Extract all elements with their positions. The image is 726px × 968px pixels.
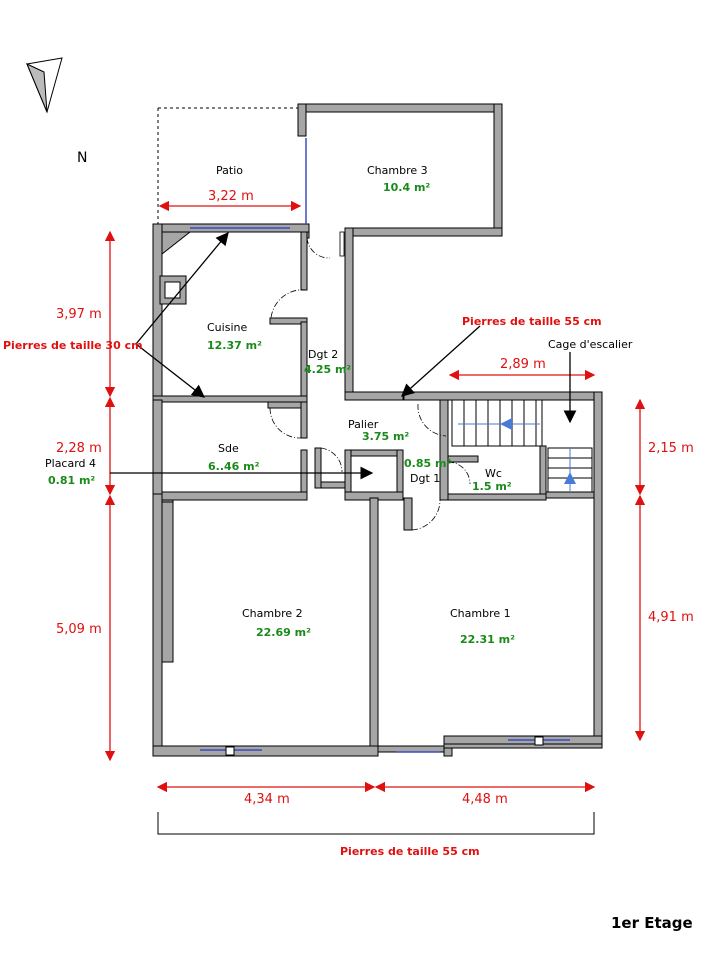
windows — [190, 138, 570, 756]
note-stone-55-top: Pierres de taille 55 cm — [462, 315, 602, 328]
cuisine-label: Cuisine — [207, 321, 247, 334]
wc-label: Wc — [485, 467, 502, 480]
dim-right-bottom: 4,91 m — [648, 610, 694, 625]
dim-left-mid: 2,28 m — [56, 441, 102, 456]
patio-outline — [157, 107, 300, 226]
dgt1-area: 0.85 m² — [404, 457, 451, 470]
dimension-lines — [104, 200, 646, 793]
note-stone-55-bottom: Pierres de taille 55 cm — [340, 845, 480, 858]
cage-escalier-label: Cage d'escalier — [548, 338, 633, 351]
annotation-arrows — [110, 231, 577, 480]
cuisine-area: 12.37 m² — [207, 339, 262, 352]
chambre2-label: Chambre 2 — [242, 607, 303, 620]
dim-bottom-right: 4,48 m — [462, 792, 508, 807]
placard4-area: 0.81 m² — [48, 474, 95, 487]
chambre1-label: Chambre 1 — [450, 607, 511, 620]
north-label: N — [77, 150, 87, 166]
placard4-label: Placard 4 — [45, 457, 96, 470]
dgt1-label: Dgt 1 — [410, 472, 440, 485]
dim-left-top: 3,97 m — [56, 307, 102, 322]
dim-stair-width: 2,89 m — [500, 357, 546, 372]
palier-label: Palier — [348, 418, 379, 431]
palier-area: 3.75 m² — [362, 430, 409, 443]
note-stone-30: Pierres de taille 30 cm — [3, 339, 143, 352]
doors — [269, 231, 471, 531]
dim-patio-width: 3,22 m — [208, 189, 254, 204]
chambre3-label: Chambre 3 — [367, 164, 428, 177]
bottom-bracket — [157, 812, 595, 835]
dim-left-bottom: 5,09 m — [56, 622, 102, 637]
staircase — [451, 399, 593, 493]
dim-right-top: 2,15 m — [648, 441, 694, 456]
dgt2-area: 4.25 m² — [304, 363, 351, 376]
north-arrow-icon — [26, 57, 63, 114]
floor-title: 1er Etage — [611, 914, 693, 932]
dim-bottom-left: 4,34 m — [244, 792, 290, 807]
chambre2-area: 22.69 m² — [256, 626, 311, 639]
sde-area: 6..46 m² — [208, 460, 260, 473]
dgt2-label: Dgt 2 — [308, 348, 338, 361]
sde-label: Sde — [218, 442, 239, 455]
patio-label: Patio — [216, 164, 243, 177]
chambre3-area: 10.4 m² — [383, 181, 430, 194]
wc-area: 1.5 m² — [472, 480, 512, 493]
chambre1-area: 22.31 m² — [460, 633, 515, 646]
